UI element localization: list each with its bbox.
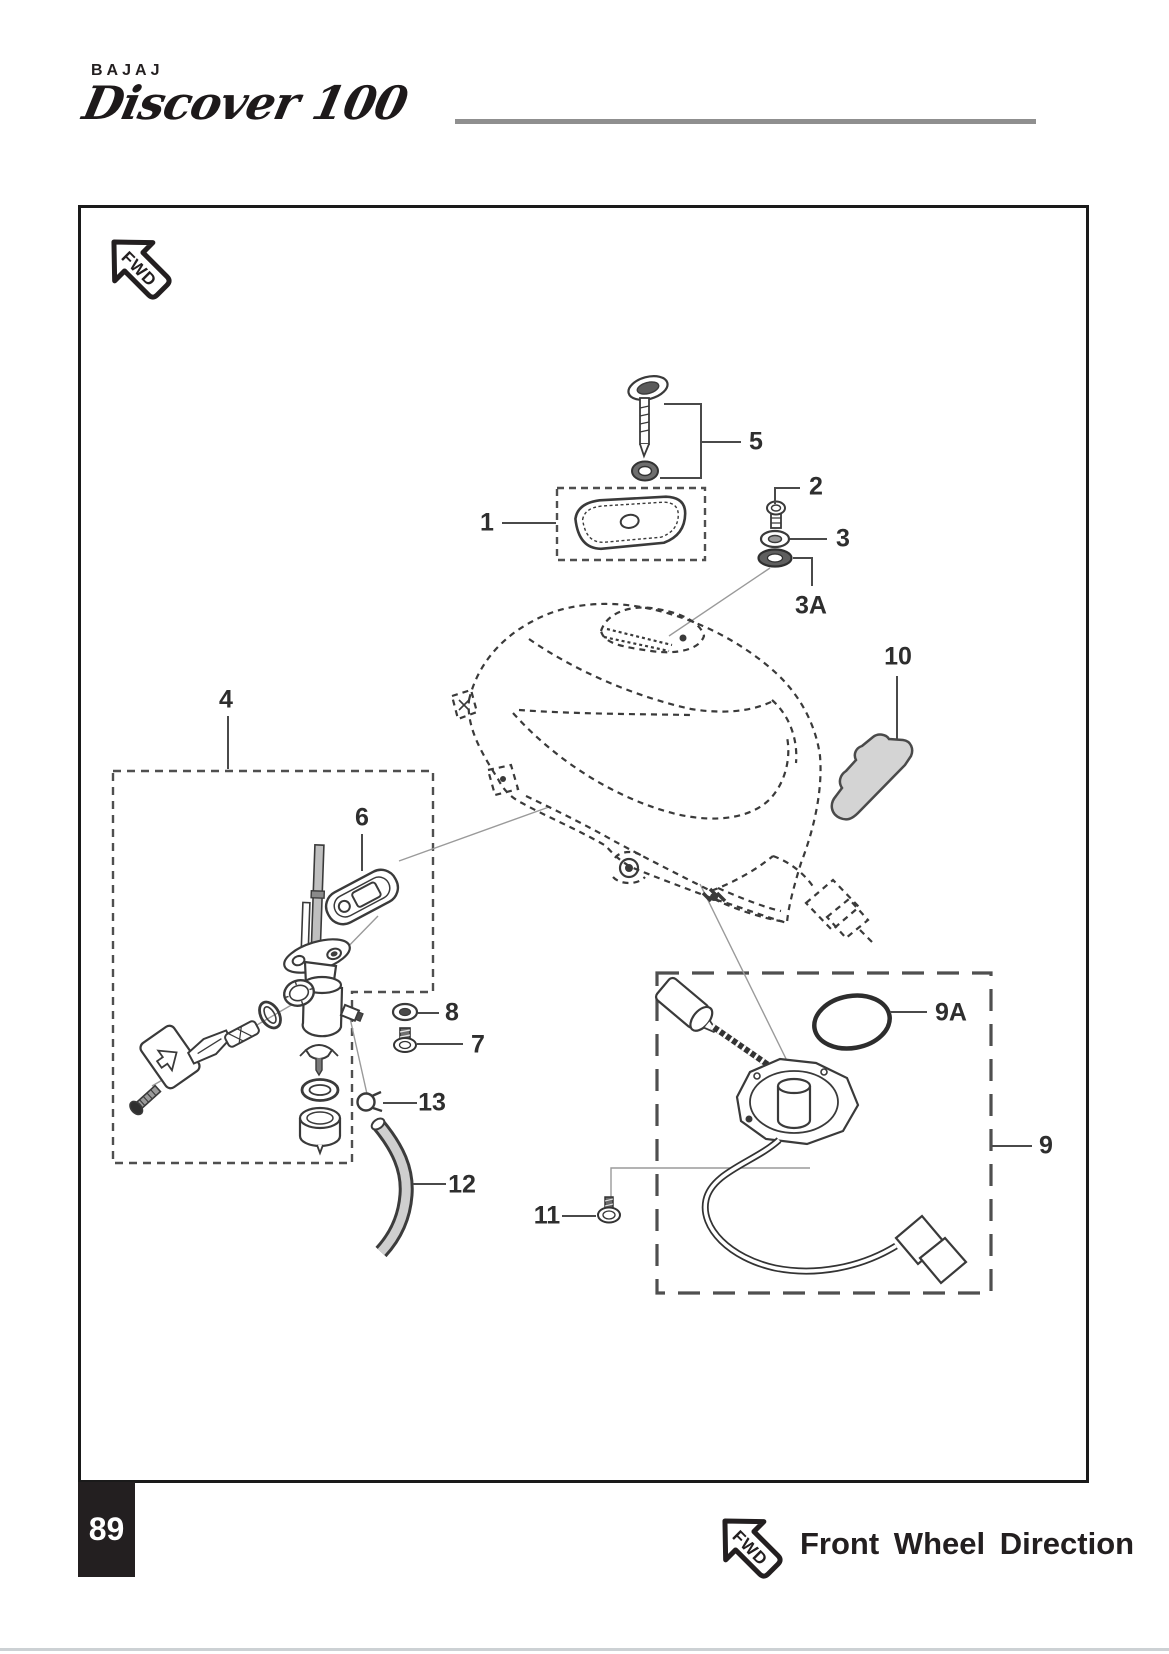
tank-bottom-inner <box>525 795 774 893</box>
part-13-clamp <box>356 1090 383 1113</box>
part-12-hose <box>370 1117 414 1258</box>
callout-5: 5 <box>749 427 763 456</box>
sender-wire <box>701 1137 898 1275</box>
part-4-box <box>111 769 435 1165</box>
callout-6: 6 <box>355 803 369 832</box>
lever-shaft <box>224 1020 260 1048</box>
callout-13: 13 <box>418 1088 446 1117</box>
part-5-grommet <box>631 460 659 482</box>
float <box>654 976 717 1034</box>
rear-bracket <box>804 878 861 932</box>
knee-recess <box>771 699 798 764</box>
part-9a-o-ring <box>812 993 892 1051</box>
callout-8: 8 <box>445 998 459 1027</box>
callout-7: 7 <box>471 1030 485 1059</box>
brand-logo: BAJAJ <box>91 62 164 79</box>
sender-plate <box>735 1057 860 1146</box>
part-8-nut <box>391 1002 419 1022</box>
cock-gasket-ring <box>300 1078 340 1102</box>
guide-lines <box>151 567 810 1199</box>
group-boxes <box>111 486 993 1295</box>
cock-outlet <box>339 1003 364 1023</box>
part-9-box <box>655 971 993 1295</box>
filler-recess <box>599 606 706 654</box>
cock-dial <box>283 979 315 1007</box>
cock-cup <box>298 1106 342 1156</box>
fuel-gauge-assembly <box>597 976 968 1285</box>
tank-crease <box>518 708 692 717</box>
part-11-screw <box>597 1196 621 1224</box>
callout-9: 9 <box>1039 1131 1053 1160</box>
fuel-cock-assembly <box>129 844 400 1156</box>
valve-plunger <box>299 1044 339 1077</box>
callout-10: 10 <box>884 642 912 671</box>
tank-seam-top <box>528 638 774 713</box>
callout-3: 3 <box>836 524 850 553</box>
part-6-gasket <box>324 868 400 926</box>
lever-o-ring <box>258 1000 282 1030</box>
part-5-bolt <box>627 375 669 482</box>
tank-outline <box>467 602 822 925</box>
left-tab-lower <box>486 763 520 797</box>
plate-screw <box>129 1084 162 1116</box>
left-tab-upper <box>450 688 479 721</box>
part-3-washer <box>759 529 791 549</box>
part-1-box <box>555 486 707 562</box>
callout-2: 2 <box>809 472 823 501</box>
part-7-screw <box>393 1027 417 1053</box>
part-10-grip <box>830 733 914 821</box>
fuel-tank <box>450 602 873 943</box>
diagram-frame <box>78 205 1089 1483</box>
tank-side-panel <box>512 712 790 820</box>
callout-4: 4 <box>219 685 233 714</box>
callout-12: 12 <box>448 1170 476 1199</box>
part-1-tank-pad <box>574 495 687 551</box>
leader-lines <box>227 403 1032 1217</box>
part-2-bolt <box>766 500 786 529</box>
callout-9a: 9A <box>935 998 967 1027</box>
callout-3a: 3A <box>795 591 827 620</box>
fwd-arrow-top-icon: FWD <box>111 239 172 300</box>
fwd-arrow-bottom-icon: FWD <box>722 1518 783 1579</box>
header-rule <box>455 119 1036 124</box>
callout-11: 11 <box>533 1201 561 1230</box>
callout-1: 1 <box>480 508 494 537</box>
page-edge-line <box>0 1648 1169 1651</box>
front-wheel-direction-label: Front Wheel Direction <box>800 1526 1135 1561</box>
lock-plate <box>139 1024 201 1090</box>
page-number: 89 <box>78 1482 135 1577</box>
tank-solid-details <box>458 634 727 903</box>
part-3a-washer <box>757 548 793 568</box>
wire-connector <box>894 1214 968 1285</box>
